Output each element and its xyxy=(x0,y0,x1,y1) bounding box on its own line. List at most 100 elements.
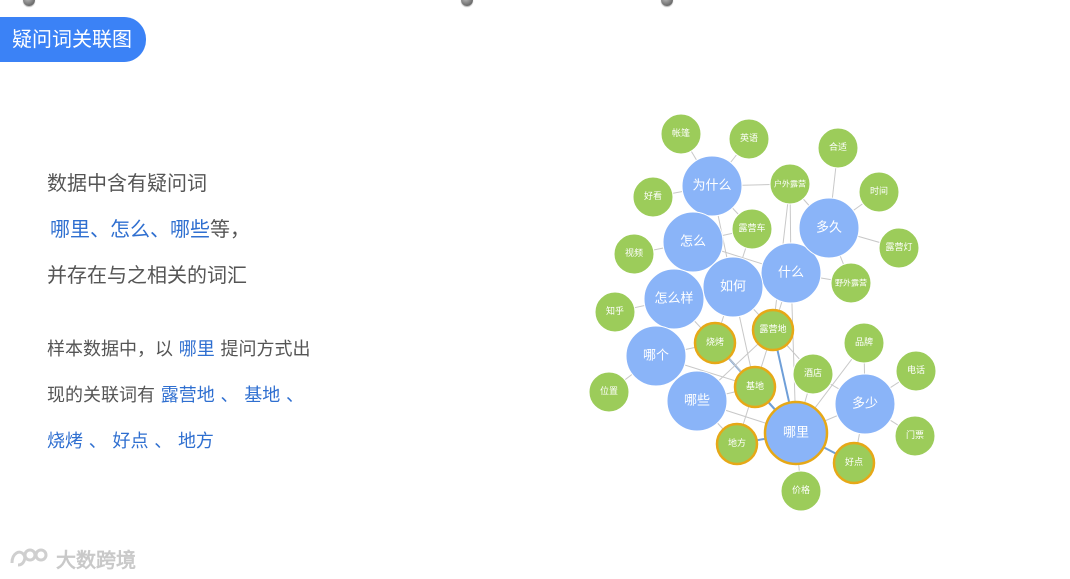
keyword: 哪些 xyxy=(170,217,210,241)
graph-node: 好看 xyxy=(632,176,674,218)
node-label: 帐篷 xyxy=(672,127,690,139)
sample-text-part: 样本数据中，以 xyxy=(47,339,173,360)
keyword: 哪里 xyxy=(178,339,215,360)
node-label: 位置 xyxy=(600,385,618,397)
brand-logo-icon xyxy=(10,548,48,567)
node-circle xyxy=(878,227,920,269)
node-circle xyxy=(760,242,822,304)
node-circle xyxy=(894,415,936,457)
pin-icon xyxy=(23,0,35,6)
sample-line-1: 样本数据中，以 哪里 提问方式出 xyxy=(47,327,310,373)
graph-node: 露营车 xyxy=(731,208,773,250)
graph-node: 视频 xyxy=(613,233,655,275)
graph-node: 如何 xyxy=(702,256,764,318)
node-label: 合适 xyxy=(829,141,847,153)
graph-node: 酒店 xyxy=(792,353,834,395)
node-circle xyxy=(681,155,743,217)
node-label: 怎么样 xyxy=(654,292,693,307)
sample-text-part: 现的关联词有 xyxy=(47,385,155,406)
graph-node: 基地 xyxy=(733,365,777,409)
graph-node: 知乎 xyxy=(594,291,636,333)
node-label: 怎么 xyxy=(680,235,706,250)
graph-node: 哪里 xyxy=(763,400,829,466)
node-circle xyxy=(660,113,702,155)
graph-nodes: 为什么怎么什么如何怎么样多久哪个哪些哪里多少帐篷英语合适户外露营好看时间露营车露… xyxy=(588,113,937,512)
graph-node: 烧烤 xyxy=(693,321,737,365)
node-circle xyxy=(693,321,737,365)
node-circle xyxy=(625,325,687,387)
graph-node: 为什么 xyxy=(681,155,743,217)
graph-node: 位置 xyxy=(588,371,630,413)
node-circle xyxy=(751,308,795,352)
node-label: 露营地 xyxy=(759,323,786,335)
separator: 、 xyxy=(154,431,173,452)
related-word: 烧烤 xyxy=(47,431,83,452)
graph-node: 哪些 xyxy=(666,370,728,432)
node-circle xyxy=(763,400,829,466)
pin-icon xyxy=(661,0,673,6)
graph-node: 户外露营 xyxy=(769,163,811,205)
graph-node: 好点 xyxy=(832,441,876,485)
node-circle xyxy=(858,171,900,213)
sample-text-part: 提问方式出 xyxy=(220,339,311,360)
separator: 、 xyxy=(90,217,110,241)
node-label: 野外露营 xyxy=(835,278,867,288)
node-circle xyxy=(731,208,773,250)
node-circle xyxy=(733,365,777,409)
pin-icon xyxy=(461,0,473,6)
node-label: 烧烤 xyxy=(706,336,724,348)
node-label: 知乎 xyxy=(606,305,624,317)
related-word: 地方 xyxy=(177,431,214,452)
graph-node: 怎么 xyxy=(662,211,724,273)
node-label: 哪些 xyxy=(684,394,710,409)
node-circle xyxy=(832,441,876,485)
graph-node: 什么 xyxy=(760,242,822,304)
graph-node: 电话 xyxy=(895,350,937,392)
intro-line-2-tail: 等， xyxy=(210,217,250,241)
node-label: 为什么 xyxy=(692,179,731,194)
node-label: 多少 xyxy=(852,396,878,412)
watermark-text: 大数跨境 xyxy=(56,547,136,572)
node-circle xyxy=(798,197,860,259)
node-circle xyxy=(594,291,636,333)
related-word: 好点 xyxy=(112,431,149,452)
related-word: 露营地 xyxy=(160,385,215,406)
node-label: 时间 xyxy=(870,185,888,197)
graph-node: 时间 xyxy=(858,171,900,213)
node-circle xyxy=(780,470,822,512)
node-label: 好看 xyxy=(644,190,662,202)
watermark: 大数跨境 xyxy=(8,543,136,573)
sample-text: 样本数据中，以 哪里 提问方式出 现的关联词有 露营地 、 基地 、 烧烤 、 … xyxy=(47,327,310,465)
intro-text: 数据中含有疑问词 哪里、怎么、哪些等， 并存在与之相关的词汇 xyxy=(47,160,250,298)
node-circle xyxy=(728,118,770,160)
node-label: 视频 xyxy=(625,247,643,259)
separator: 、 xyxy=(150,217,170,241)
graph-node: 哪个 xyxy=(625,325,687,387)
node-circle xyxy=(895,350,937,392)
sample-line-2: 现的关联词有 露营地 、 基地 、 xyxy=(47,373,310,419)
node-circle xyxy=(613,233,655,275)
node-label: 好点 xyxy=(845,456,863,468)
node-label: 电话 xyxy=(907,364,925,376)
graph-node: 合适 xyxy=(817,127,859,169)
node-label: 户外露营 xyxy=(774,179,806,189)
node-label: 哪个 xyxy=(643,349,669,364)
graph-node: 露营灯 xyxy=(878,227,920,269)
node-circle xyxy=(702,256,764,318)
node-circle xyxy=(817,127,859,169)
node-label: 英语 xyxy=(740,132,758,144)
page-title: 疑问词关联图 xyxy=(0,17,146,62)
node-label: 价格 xyxy=(792,484,810,496)
graph-node: 价格 xyxy=(780,470,822,512)
graph-node: 怎么样 xyxy=(643,268,705,330)
separator: 、 xyxy=(220,385,239,406)
node-circle xyxy=(715,422,759,466)
graph-node: 多久 xyxy=(798,197,860,259)
node-label: 品牌 xyxy=(855,336,873,348)
keyword: 哪里 xyxy=(50,217,90,241)
node-label: 如何 xyxy=(720,279,746,295)
graph-node: 多少 xyxy=(834,373,896,435)
node-label: 门票 xyxy=(906,429,924,441)
intro-line-3: 并存在与之相关的词汇 xyxy=(47,263,247,287)
